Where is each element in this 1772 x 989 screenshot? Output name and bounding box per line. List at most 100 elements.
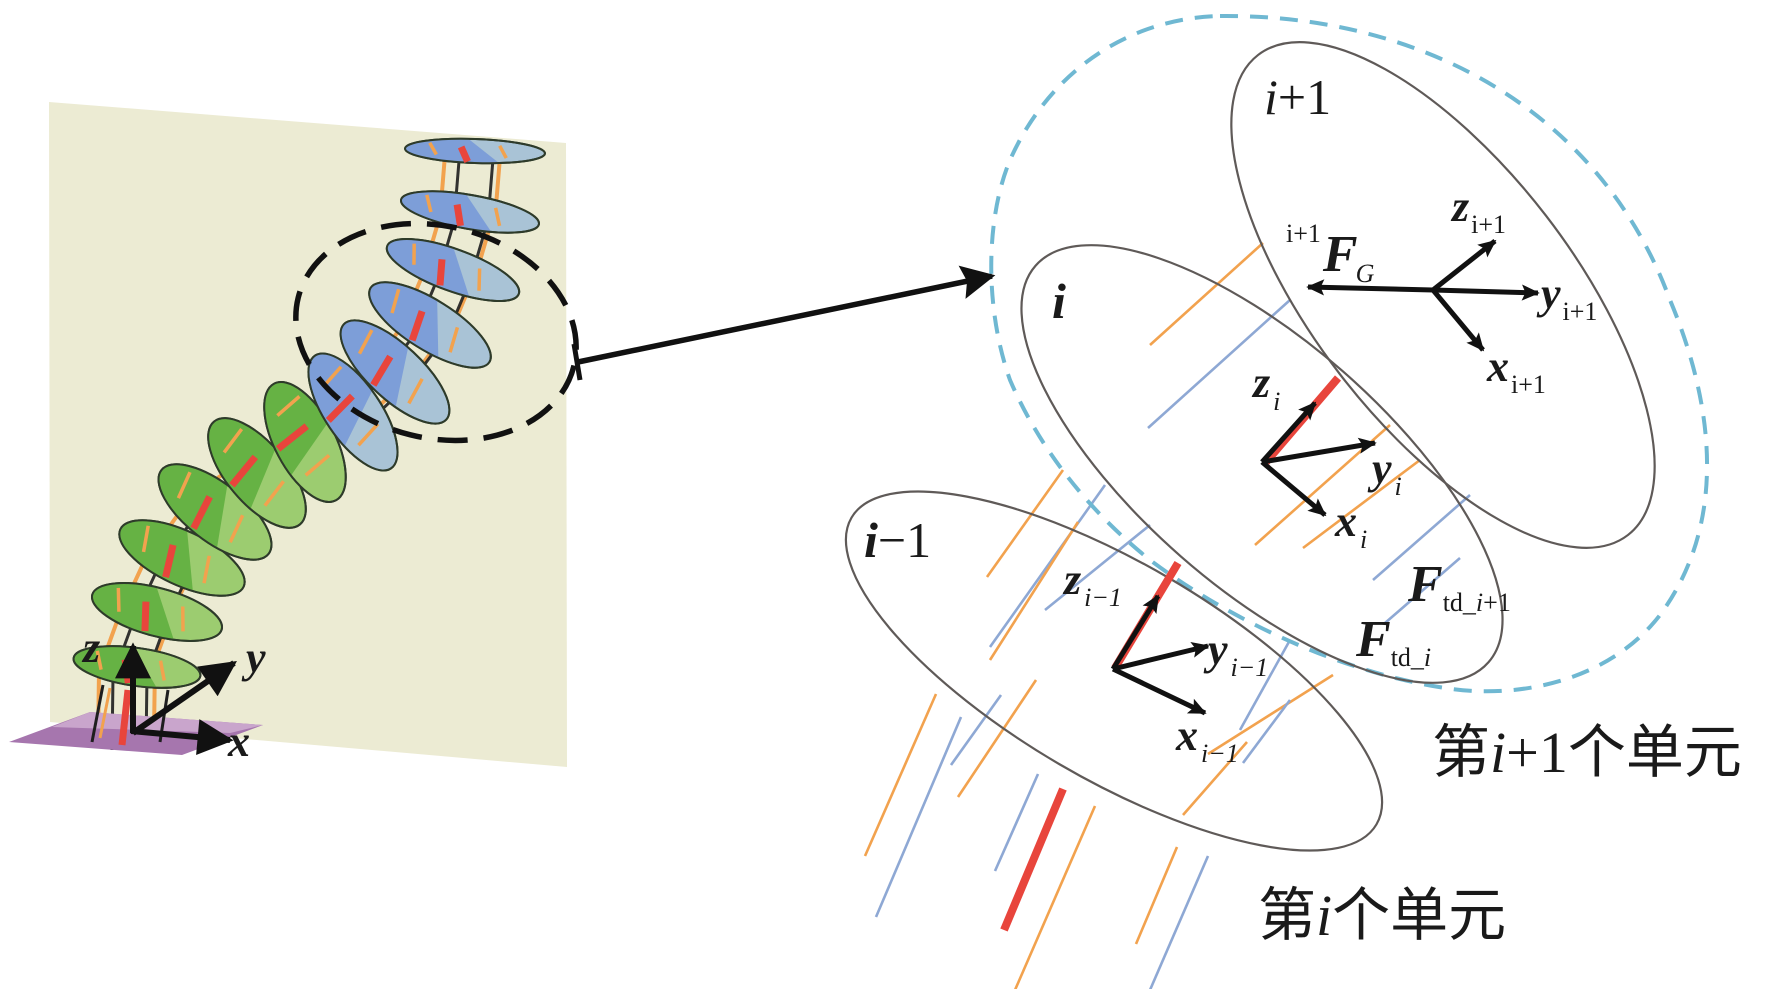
highlight-dashed-ellipse [293, 220, 579, 444]
green-disk-2 [90, 582, 224, 642]
base-x-axis-arrow [130, 719, 234, 755]
base-rod [90, 684, 105, 743]
zoom-arrow-tail-tick [571, 343, 583, 381]
tendon-rod [448, 326, 460, 353]
robot-overview: z y x [9, 102, 579, 767]
blue-disk-2 [339, 319, 451, 425]
blue-tendon [1384, 557, 1461, 624]
orange-tendon [1182, 741, 1248, 816]
frame-i-plus-1-z-arrow [1431, 239, 1497, 292]
frame-i-z-arrow [1260, 401, 1317, 464]
frame-i-plus-1-y-arrow [1432, 284, 1540, 301]
tendon-rod [357, 329, 374, 355]
blue-tendon [874, 716, 963, 918]
orange-tendon [1014, 805, 1097, 989]
backbone-segment [1000, 787, 1067, 932]
tendon-force-i-plus-1-label: Ftd_i+1 [1407, 556, 1511, 617]
backbone-rod [190, 495, 213, 530]
gravity-force-label: i+1FG [1286, 219, 1375, 288]
blue-tendon [1238, 639, 1292, 731]
base-rod [118, 689, 132, 746]
disk-i-minus-1-label: i−1 [864, 512, 931, 568]
base-y-label: y [241, 633, 266, 682]
orange-tendon [1207, 673, 1334, 756]
base-coordinate-frame: z y x [81, 623, 266, 766]
base-x-label: x [227, 717, 250, 766]
green-disk-3-shade [119, 520, 193, 592]
blue-tendon [988, 484, 1107, 648]
backbone-rod [275, 423, 309, 452]
orange-tendon [1302, 458, 1421, 550]
orange-tendon [956, 679, 1038, 798]
frame-i-x-arrow [1260, 460, 1327, 517]
blue-tendon [1372, 494, 1471, 581]
green-disk-4 [157, 463, 273, 561]
disk-i-plus-1-outline [1230, 41, 1656, 549]
orange-tendon [985, 469, 1065, 578]
backbone-rod [408, 310, 426, 342]
tendon-rod [116, 587, 121, 612]
tendon-rod [202, 555, 211, 584]
backbone-rod [229, 454, 258, 488]
blue-tendon [1044, 523, 1151, 612]
blue-tendon [1147, 299, 1291, 429]
tendon-rod [263, 480, 285, 507]
tendon-rod [428, 141, 438, 156]
blue-disk-5 [400, 190, 540, 234]
green-disk-4-shade [158, 464, 228, 549]
detail-rods [863, 242, 1471, 989]
orange-tendon [1149, 242, 1264, 346]
frame-i-minus-1-y-arrow [1112, 641, 1210, 672]
blue-disk-6-rim [404, 137, 546, 165]
tendon-rod [181, 606, 185, 632]
blue-tendon [949, 694, 1003, 766]
tendon-rod [222, 427, 244, 454]
base-rod [98, 687, 112, 739]
frame-i-plus-1-x-label: xi+1 [1486, 342, 1546, 399]
frame-i-y-arrow [1261, 437, 1377, 465]
backbone-rod [457, 145, 471, 163]
tendon-rod [304, 454, 331, 477]
backbone-rod [141, 601, 150, 632]
tendon-force-i-label: Ftd_i [1355, 611, 1431, 672]
blue-disk-5-rim [400, 190, 540, 234]
caption-unit-i-plus-1: 第i+1个单元 [1432, 720, 1742, 785]
tendon-rod [425, 194, 433, 213]
blue-disk-1-rim [307, 352, 399, 472]
zoom-arrow-line [577, 265, 996, 365]
blue-tendon [1149, 855, 1210, 989]
blue-disk-1-shade [308, 353, 373, 447]
tendon-rod [493, 207, 502, 227]
orange-tendon [988, 521, 1080, 661]
tendon-rod [412, 243, 416, 265]
gravity-force-arrow [1306, 279, 1434, 296]
blue-disk-2-rim [339, 319, 451, 425]
caption-unit-i: 第i个单元 [1258, 883, 1506, 948]
blue-tendon [993, 773, 1040, 872]
blue-disk-5-shade [401, 191, 492, 232]
unit-detail-view: i+1 i i−1 zi+1 yi+1 xi+1 i+1FG [844, 13, 1742, 989]
green-disk-3 [118, 519, 246, 597]
backbone-rod [325, 393, 355, 423]
blue-disk-6-shade [405, 138, 500, 164]
tendon-rod [228, 514, 245, 543]
backbone-rod [453, 204, 464, 227]
tendon-rod [141, 525, 150, 553]
orange-tendon [863, 693, 938, 857]
frame-i-minus-1-x-arrow [1111, 666, 1207, 716]
blue-tendon [1241, 699, 1292, 764]
green-disk-6 [263, 381, 347, 503]
base-y-axis-arrow [131, 660, 237, 736]
blue-disk-4-rim [385, 237, 521, 303]
blue-disk-4-shade [386, 239, 470, 297]
blue-disk-4 [385, 237, 521, 303]
